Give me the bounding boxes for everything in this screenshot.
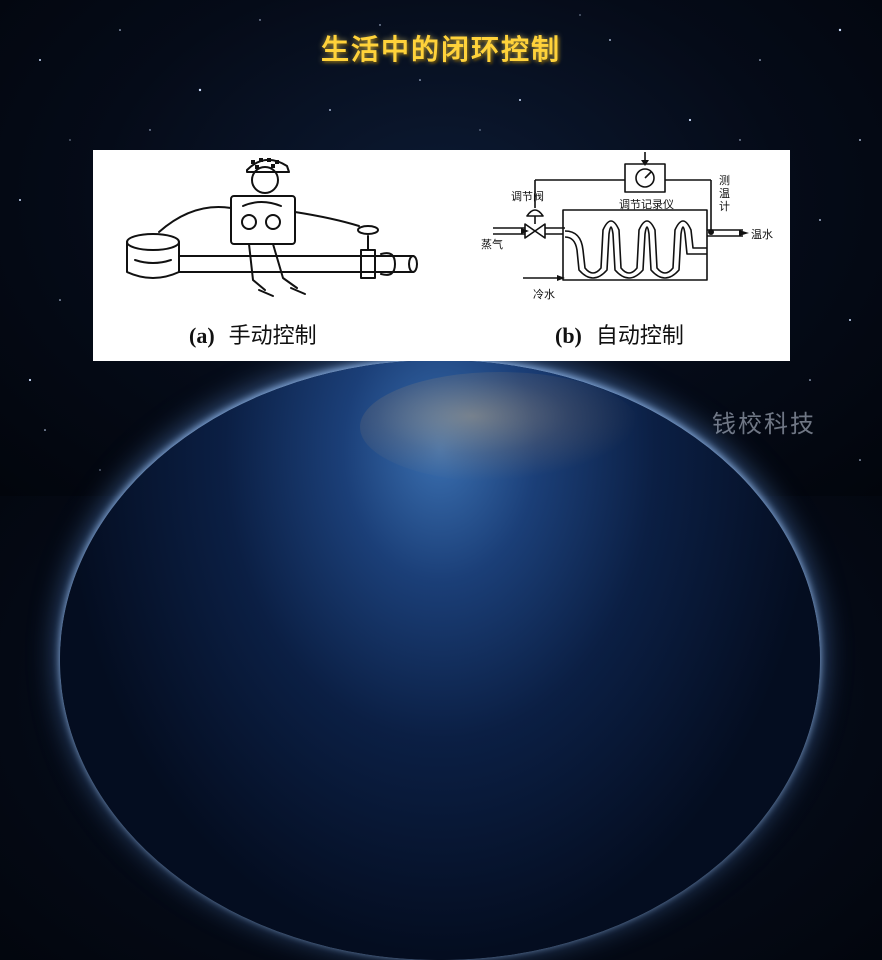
watermark: 钱校科技 — [712, 410, 816, 438]
steam-label: 蒸气 — [481, 238, 503, 251]
caption-b-text: 自动控制 — [595, 324, 684, 349]
manual-control-illustration — [126, 158, 418, 297]
thermometer-label: 测温计 — [719, 174, 730, 213]
automatic-control-diagram — [493, 152, 749, 281]
warm-water-label: 温水 — [751, 228, 773, 241]
illustration-panel: 调节阀 调节记录仪 测温计 蒸气 温水 冷水 (a) 手动控制 (b) 自动控制 — [93, 150, 790, 361]
valve-label: 调节阀 — [511, 190, 544, 203]
caption-a-text: 手动控制 — [228, 324, 317, 349]
caption-b-tag: (b) — [555, 323, 582, 348]
slide-title: 生活中的闭环控制 — [320, 33, 561, 66]
caption-a-tag: (a) — [189, 323, 215, 348]
city-lights-glow — [360, 372, 640, 482]
cold-water-label: 冷水 — [533, 288, 555, 301]
starfield-background — [19, 14, 861, 471]
caption-manual-control: (a) 手动控制 — [189, 318, 317, 350]
caption-automatic-control: (b) 自动控制 — [555, 318, 684, 350]
recorder-label: 调节记录仪 — [619, 198, 674, 211]
